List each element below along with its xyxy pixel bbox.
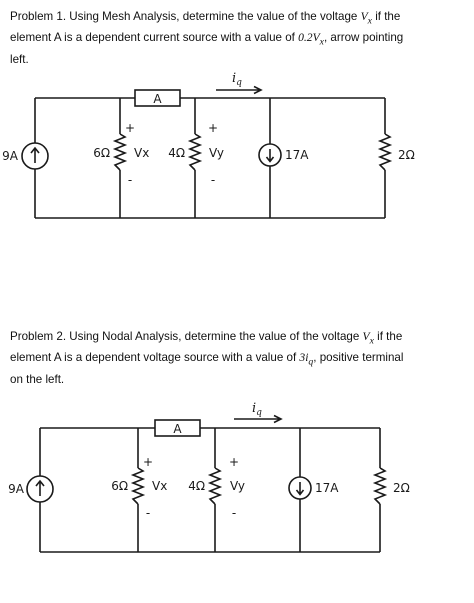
circuit-1-9a-source-icon	[21, 142, 49, 170]
circuit-1-current-symbol: i	[232, 71, 236, 86]
circuit-1-vy-plus: +	[208, 121, 218, 135]
circuit-1-vy-minus: -	[211, 173, 215, 187]
circuit-1-current-label: iq	[232, 71, 242, 88]
circuit-1-2ohm-resistor-icon	[377, 133, 393, 171]
problem-1-line-2-start: element A is a dependent current source …	[10, 31, 299, 45]
circuit-2-current-arrow-icon	[234, 414, 283, 424]
circuit-2-17a-arrow-icon	[295, 482, 305, 496]
circuit-2-vx-label: Vx	[152, 479, 167, 493]
circuit-1-current-sub: q	[236, 78, 242, 88]
circuit-2-current-sub: q	[256, 408, 262, 418]
problem-1-vx-symbol: V	[360, 10, 368, 23]
circuit-2-17a-source-icon	[288, 476, 312, 500]
circuit-1-current-arrow-icon	[216, 85, 263, 95]
problem-2-value: 3iq	[299, 351, 313, 367]
problem-2-line-2-end: , positive terminal	[313, 351, 404, 365]
circuit-2-4ohm-resistor-icon	[207, 467, 223, 505]
circuit-2-2ohm-resistor-icon	[372, 467, 388, 505]
problem-1-line-1-end: if the	[371, 10, 401, 23]
circuit-2-9a-source-icon	[26, 475, 54, 503]
circuit-2-2ohm-label: 2Ω	[393, 481, 410, 495]
problem-2-line-1: Problem 2. Using Nodal Analysis, determi…	[10, 328, 465, 349]
circuit-1-vx-minus: -	[128, 173, 132, 187]
circuit-1-diagram: A iq 9A 6Ω + Vx - 4Ω + Vy - 17A 2Ω	[2, 71, 415, 219]
circuit-1-element-a-box	[134, 89, 181, 107]
circuit-1-9a-arrow-icon	[30, 146, 40, 163]
circuit-1-6ohm-resistor-icon	[112, 133, 128, 171]
circuit-2-6ohm-resistor-icon	[130, 467, 146, 505]
problem-2-line-1-start: Problem 2. Using Nodal Analysis, determi…	[10, 330, 363, 343]
circuit-2-9a-arrow-icon	[35, 479, 45, 496]
problem-2-vx-symbol: V	[362, 330, 370, 343]
circuit-2-diagram: A iq 9A 6Ω + Vx - 4Ω + Vy - 17A 2Ω	[8, 401, 410, 553]
problem-2-vx: Vx	[362, 330, 374, 347]
circuit-2-vx-plus: +	[143, 455, 153, 469]
problem-2-vx-sub: x	[369, 335, 374, 347]
problem-1-value-sub: x	[319, 36, 324, 48]
problem-1-vx: Vx	[360, 10, 372, 27]
circuit-2-vy-plus: +	[229, 455, 239, 469]
circuit-1-vx-plus: +	[125, 121, 135, 135]
circuit-1-vx-label: Vx	[134, 146, 149, 160]
circuit-1-vy-label: Vy	[209, 146, 224, 160]
problem-2-text: Problem 2. Using Nodal Analysis, determi…	[10, 328, 465, 388]
circuit-1-4ohm-label: 4Ω	[168, 146, 185, 160]
circuit-1-2ohm-label: 2Ω	[398, 148, 415, 162]
circuit-2-vy-minus: -	[232, 506, 236, 520]
circuit-2-current-symbol: i	[252, 401, 256, 416]
circuit-2-vy-label: Vy	[230, 479, 245, 493]
circuit-2-9a-label: 9A	[8, 482, 25, 496]
circuit-1-9a-label: 9A	[2, 149, 19, 163]
circuit-1-17a-arrow-icon	[265, 149, 275, 163]
circuit-2-element-a-box	[154, 419, 201, 437]
problem-2-line-3: on the left.	[10, 372, 65, 386]
problem-1-line-1-start: Problem 1. Using Mesh Analysis, determin…	[10, 10, 361, 23]
circuit-2-current-label: iq	[252, 401, 262, 418]
circuit-1-4ohm-resistor-icon	[187, 133, 203, 171]
circuit-1-element-a-label: A	[153, 92, 162, 106]
problem-1-line-3: left.	[10, 52, 29, 66]
circuit-2-6ohm-label: 6Ω	[111, 479, 128, 493]
problem-2-line-2: element A is a dependent voltage source …	[10, 349, 465, 370]
circuit-1-6ohm-label: 6Ω	[93, 146, 110, 160]
problem-2-line-1-end: if the	[373, 330, 403, 343]
circuit-2-17a-label: 17A	[315, 481, 339, 495]
circuit-2-vx-minus: -	[146, 506, 150, 520]
problem-2-line-2-start: element A is a dependent voltage source …	[10, 351, 300, 365]
problem-1-value-expr: 0.2V	[298, 31, 320, 45]
problem-1-vx-sub: x	[367, 15, 372, 27]
circuit-2-element-a-label: A	[173, 422, 182, 436]
problem-2-value-expr: 3i	[299, 351, 309, 365]
problem-1-line-1: Problem 1. Using Mesh Analysis, determin…	[10, 8, 465, 29]
problem-1-text: Problem 1. Using Mesh Analysis, determin…	[10, 8, 465, 68]
circuit-2-4ohm-label: 4Ω	[188, 479, 205, 493]
problem-1-value: 0.2Vx	[298, 31, 324, 47]
problem-1-line-2-end: , arrow pointing	[323, 31, 404, 45]
problem-2-value-sub: q	[308, 356, 314, 368]
circuit-1-17a-label: 17A	[285, 148, 309, 162]
problem-1-line-2: element A is a dependent current source …	[10, 29, 465, 50]
circuit-1-17a-source-icon	[258, 143, 282, 167]
